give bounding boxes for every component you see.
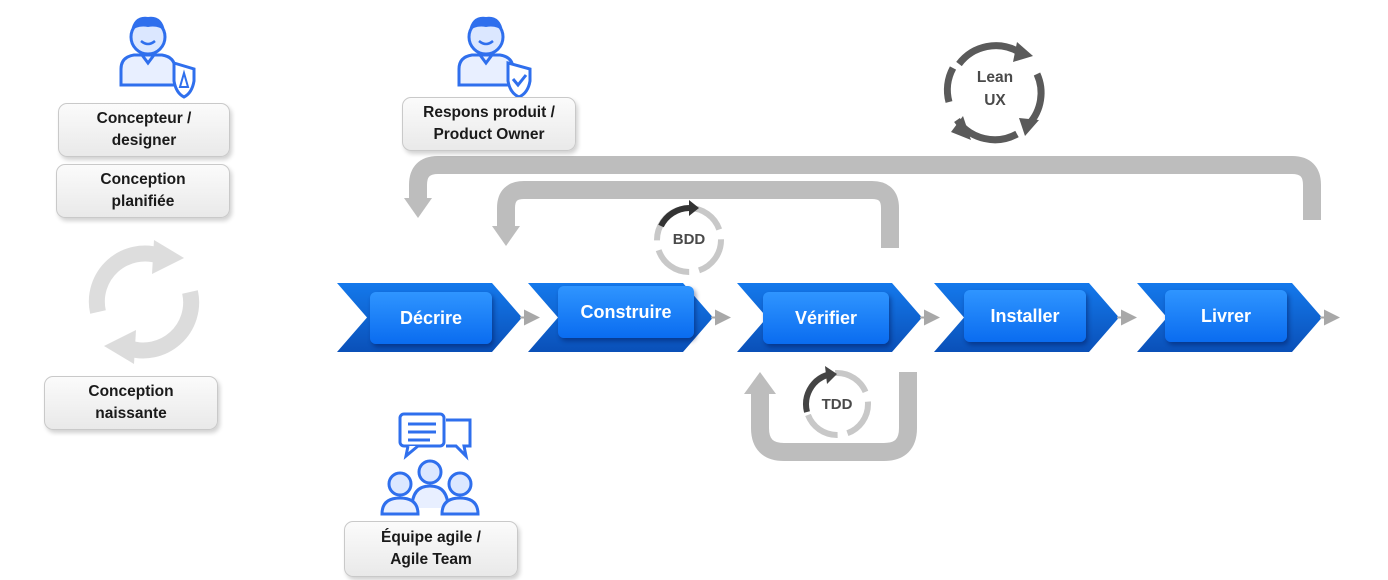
tdd-cycle-label: TDD — [821, 396, 853, 413]
stage-livrer: Livrer — [1165, 290, 1287, 342]
bdd-feedback-arrow — [492, 181, 899, 248]
stage-installer: Installer — [964, 290, 1086, 342]
bdd-cycle-icon — [654, 200, 724, 275]
emergent-design-label: Conception naissante — [44, 376, 218, 430]
lean-ux-cycle-icon — [943, 42, 1045, 144]
product-owner-person-icon — [457, 16, 532, 99]
lean-ux-feedback-arrow — [404, 156, 1321, 220]
agile-team-role-label: Équipe agile / Agile Team — [344, 521, 518, 577]
tdd-feedback-arrow — [744, 372, 917, 461]
stage-verifier: Vérifier — [763, 292, 889, 344]
planned-design-label: Conception planifiée — [56, 164, 230, 218]
designer-role-label: Concepteur / designer — [58, 103, 230, 157]
product-owner-role-label: Respons produit / Product Owner — [402, 97, 576, 151]
team-chat-icon — [380, 412, 480, 516]
bdd-cycle-label: BDD — [672, 231, 706, 248]
designer-person-icon — [119, 16, 196, 99]
lean-ux-cycle-label: Lean UX — [976, 69, 1014, 110]
stage-construire: Construire — [558, 286, 694, 338]
refresh-cycle-icon — [88, 240, 200, 364]
stage-decrire: Décrire — [370, 292, 492, 344]
tdd-cycle-icon — [803, 366, 871, 438]
